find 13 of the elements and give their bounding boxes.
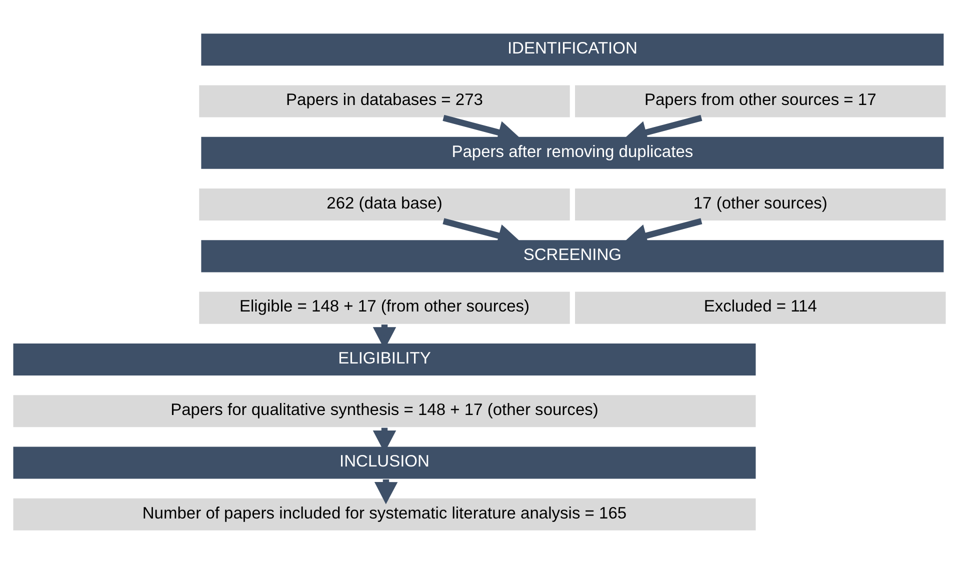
node-box: Papers after removing duplicates [200, 135, 945, 170]
node-box: SCREENING [200, 238, 945, 273]
node-box: INCLUSION [12, 445, 757, 480]
node-box: Number of papers included for systematic literature analysis = 165 [12, 496, 757, 531]
node-box: ELIGIBILITY [12, 342, 757, 376]
node-box: 262 (data base) [198, 187, 571, 222]
node-box: Papers from other sources = 17 [574, 84, 947, 118]
node-box: Eligible = 148 + 17 (from other sources) [198, 290, 571, 324]
node-box: 17 (other sources) [574, 187, 947, 222]
node-box: Papers in databases = 273 [198, 84, 571, 118]
node-box: IDENTIFICATION [200, 32, 945, 66]
node-box: Excluded = 114 [574, 290, 947, 324]
node-box: Papers for qualitative synthesis = 148 + 17 (other sources) [12, 394, 757, 428]
